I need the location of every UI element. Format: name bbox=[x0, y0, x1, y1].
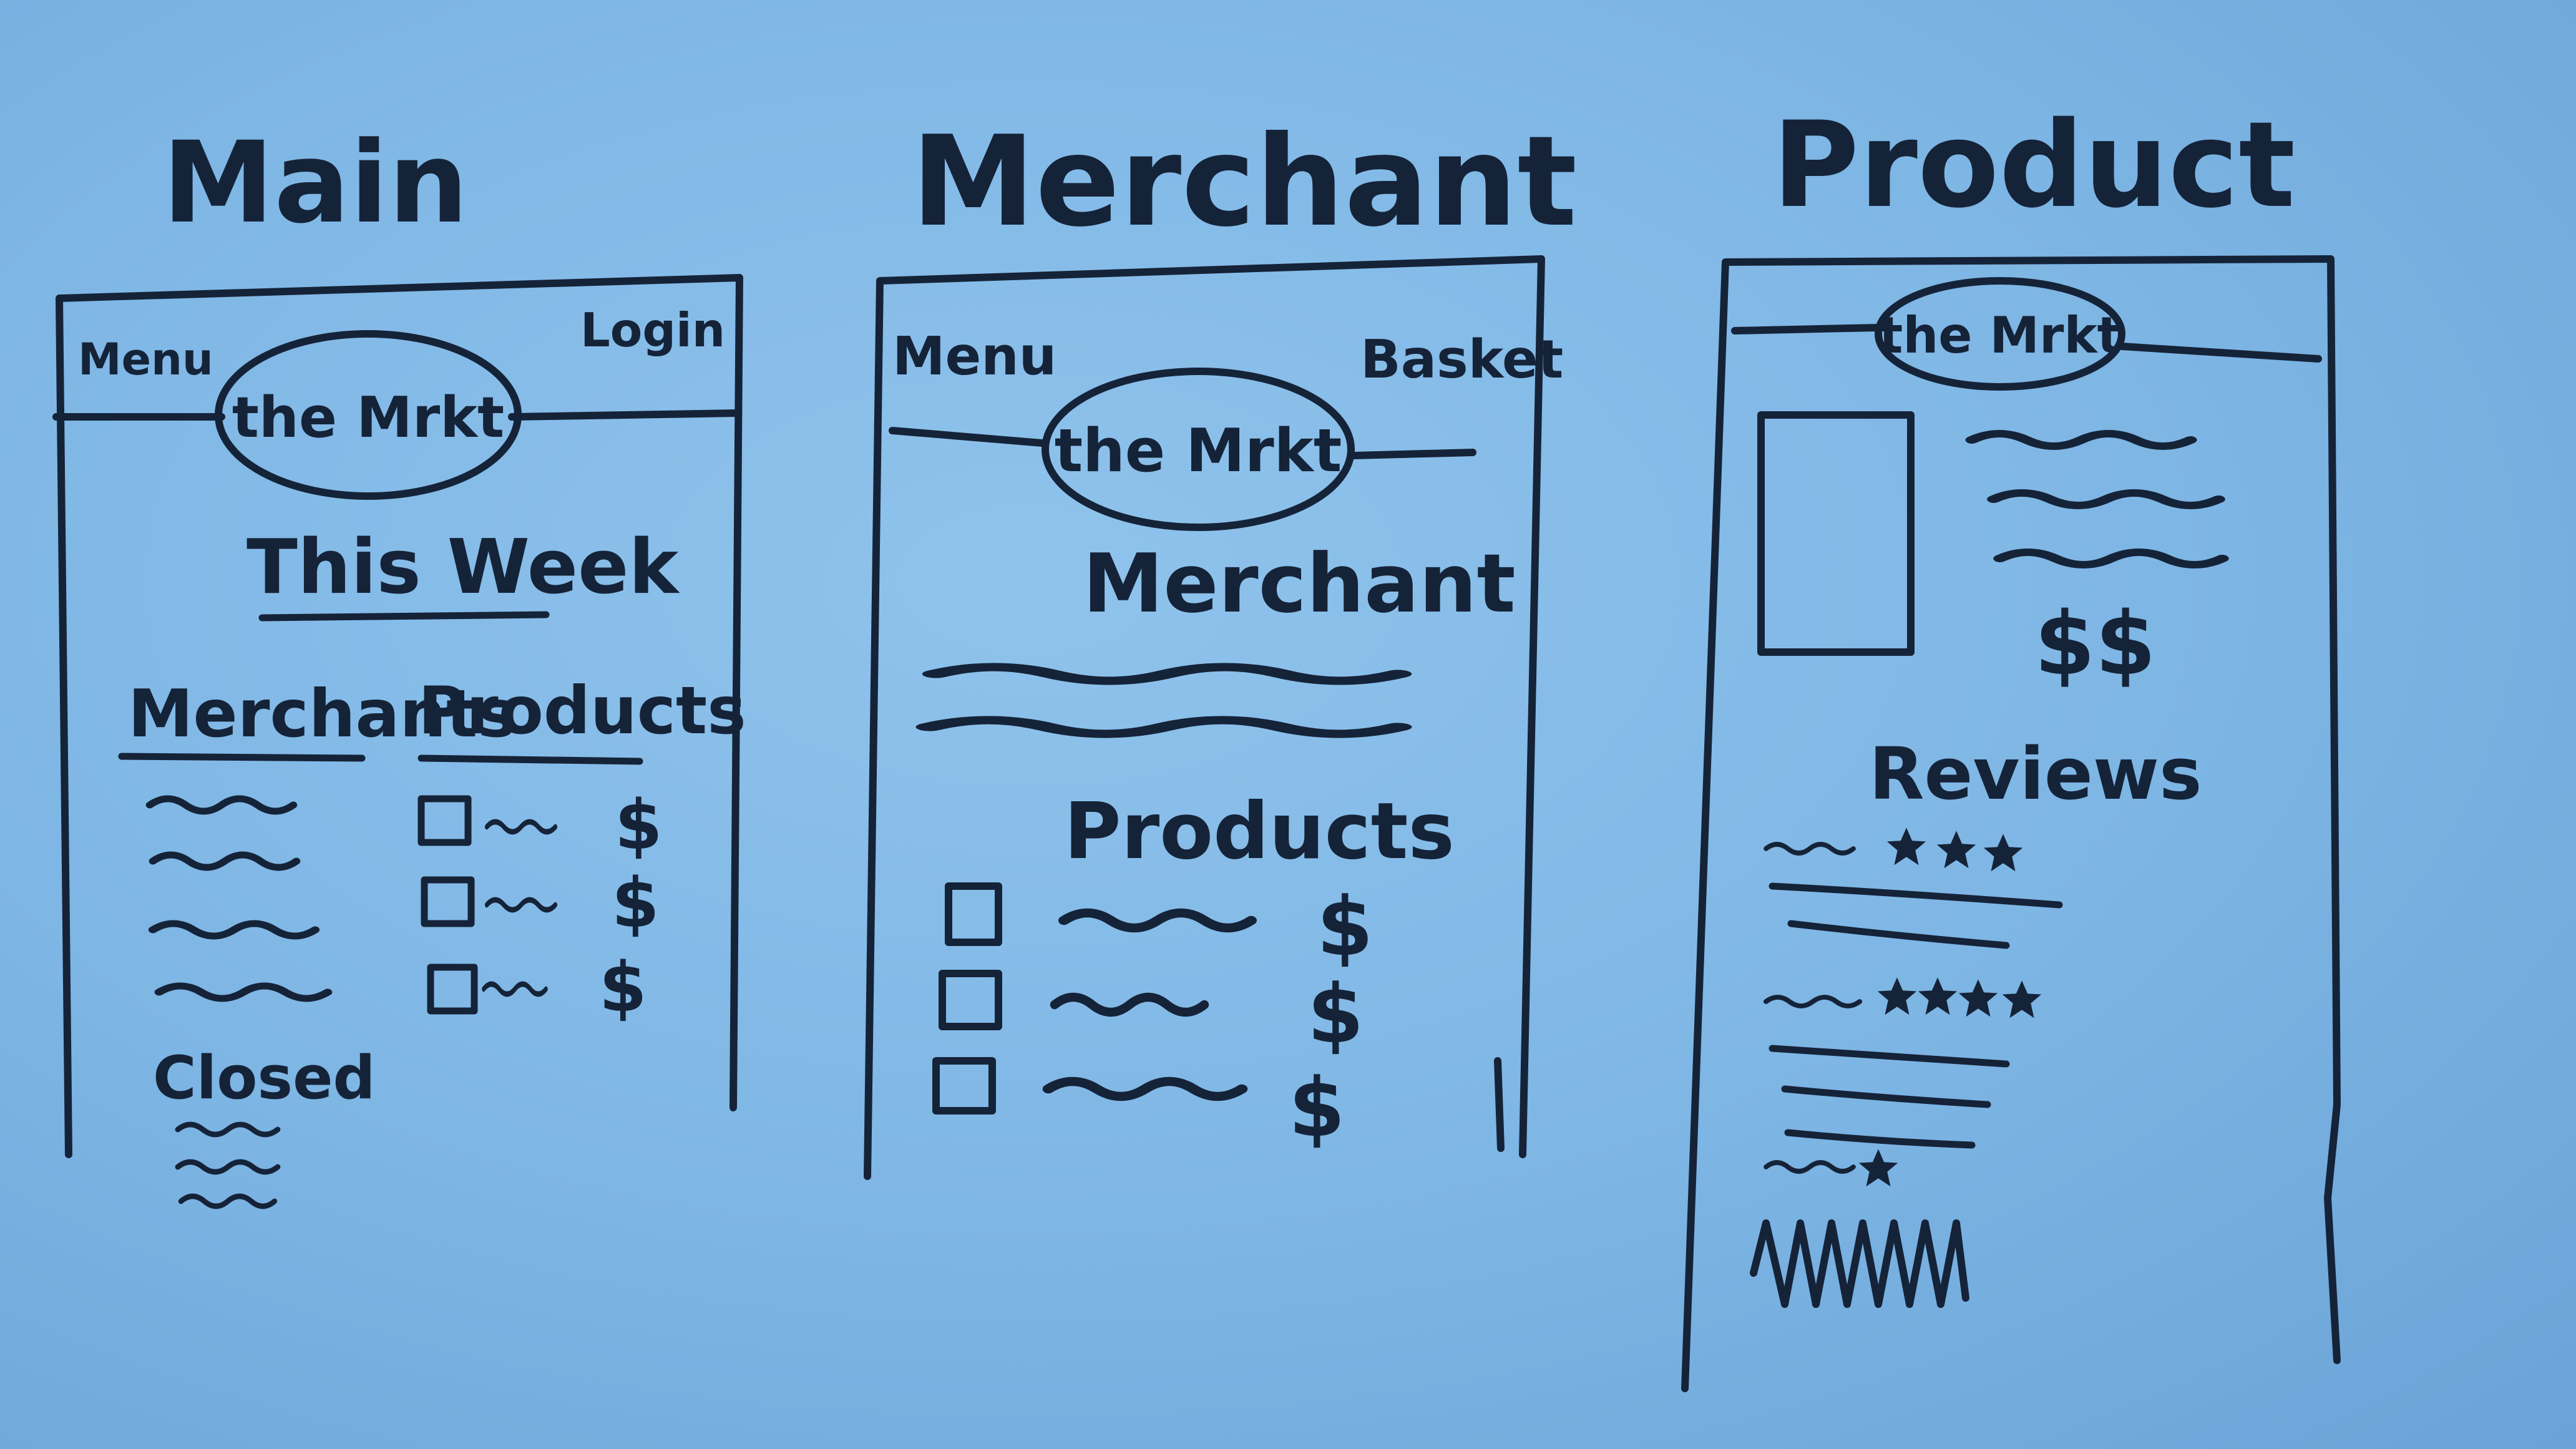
main-product-list: $ $ $ bbox=[417, 785, 663, 1027]
review-item bbox=[1766, 1149, 1898, 1187]
main-page-title: Main bbox=[162, 118, 468, 248]
merchant-basket-link[interactable]: Basket bbox=[1360, 329, 1563, 391]
merchant-description bbox=[930, 667, 1398, 734]
product-price: $ bbox=[599, 947, 647, 1027]
main-login-link[interactable]: Login bbox=[580, 303, 725, 358]
review-rating bbox=[1877, 977, 2042, 1018]
product-thumbnail[interactable] bbox=[945, 882, 1002, 946]
merchant-product-list: $ $ $ bbox=[932, 879, 1373, 1155]
merchant-list-item[interactable] bbox=[153, 924, 315, 936]
main-closed-heading: Closed bbox=[153, 1044, 376, 1113]
closed-merchant-item[interactable] bbox=[181, 1196, 275, 1206]
main-wireframe: the Mrkt Menu Login This Week Merchants … bbox=[52, 274, 746, 1206]
review-text-scribble bbox=[1750, 1219, 1969, 1308]
main-merchants-heading: Merchants bbox=[128, 676, 517, 752]
product-image bbox=[1757, 411, 1915, 656]
merchant-logo-oval bbox=[1042, 368, 1355, 531]
product-thumbnail[interactable] bbox=[421, 876, 475, 927]
star-icon bbox=[1958, 979, 1998, 1017]
product-price: $ bbox=[1289, 1060, 1345, 1155]
merchant-menu-link[interactable]: Menu bbox=[892, 326, 1056, 388]
product-price: $ bbox=[612, 863, 660, 943]
product-price: $$ bbox=[2034, 593, 2156, 695]
product-price: $ bbox=[1307, 967, 1364, 1061]
merchant-wireframe: the Mrkt Menu Basket Merchant Products $… bbox=[864, 255, 1563, 1180]
product-logo-oval bbox=[1875, 277, 2125, 391]
review-rating bbox=[1886, 827, 2023, 872]
product-page-title: Product bbox=[1772, 96, 2295, 234]
star-icon bbox=[1858, 1149, 1898, 1187]
merchant-list-item[interactable] bbox=[159, 986, 328, 998]
merchant-products-heading: Products bbox=[1064, 786, 1455, 877]
review-item bbox=[1766, 977, 2042, 1149]
star-icon bbox=[2002, 980, 2042, 1018]
product-wireframe: the Mrkt $$ Reviews bbox=[1681, 255, 2341, 1392]
main-logo-oval bbox=[215, 330, 522, 500]
star-icon bbox=[1918, 977, 1958, 1015]
main-merchant-list bbox=[150, 799, 328, 998]
product-review-list bbox=[1766, 827, 2063, 1187]
star-icon bbox=[1886, 827, 1926, 866]
main-closed-list bbox=[178, 1125, 278, 1206]
merchant-page-title: Merchant bbox=[911, 109, 1577, 255]
star-icon bbox=[1877, 977, 1917, 1015]
product-thumbnail[interactable] bbox=[939, 970, 1002, 1030]
star-icon bbox=[1983, 834, 2023, 872]
merchant-logo[interactable]: the Mrkt bbox=[1055, 417, 1342, 485]
main-this-week-heading: This Week bbox=[246, 524, 680, 611]
main-products-heading: Products bbox=[418, 673, 746, 749]
main-logo[interactable]: the Mrkt bbox=[232, 385, 504, 451]
product-price: $ bbox=[1317, 879, 1373, 974]
product-reviews-heading: Reviews bbox=[1869, 733, 2202, 816]
closed-merchant-item[interactable] bbox=[178, 1125, 278, 1134]
product-thumbnail[interactable] bbox=[932, 1057, 996, 1115]
merchant-list-item[interactable] bbox=[153, 855, 296, 867]
merchant-heading: Merchant bbox=[1083, 536, 1516, 631]
star-icon bbox=[1936, 831, 1976, 869]
review-item bbox=[1766, 827, 2063, 949]
product-logo[interactable]: the Mrkt bbox=[1879, 306, 2121, 364]
product-thumbnail[interactable] bbox=[417, 795, 472, 846]
product-thumbnail[interactable] bbox=[427, 964, 478, 1015]
review-rating bbox=[1858, 1149, 1898, 1187]
product-details bbox=[1972, 434, 2222, 565]
product-price: $ bbox=[615, 785, 663, 865]
main-menu-link[interactable]: Menu bbox=[78, 334, 213, 385]
merchant-list-item[interactable] bbox=[150, 799, 293, 811]
closed-merchant-item[interactable] bbox=[178, 1162, 278, 1172]
